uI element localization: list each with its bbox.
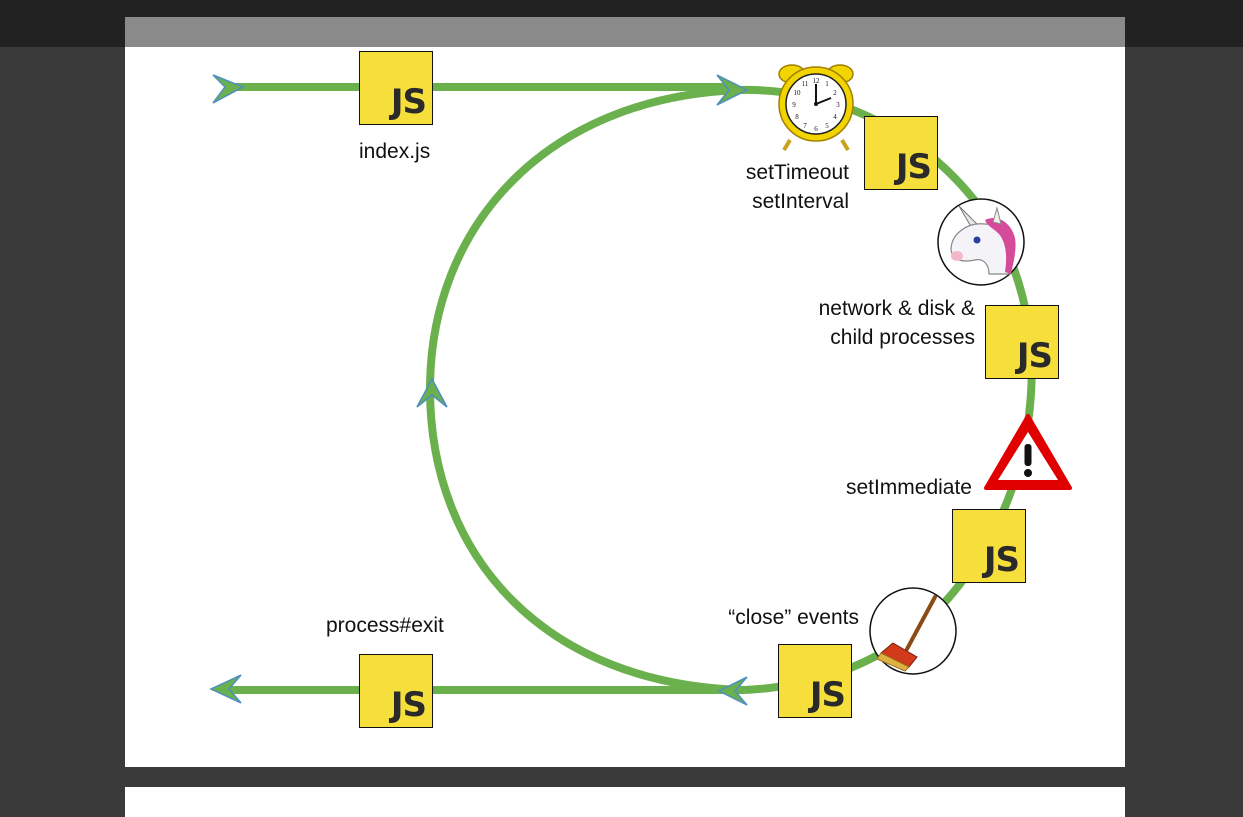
js-badge-close: JS xyxy=(778,644,852,718)
svg-text:12: 12 xyxy=(813,77,821,85)
svg-text:10: 10 xyxy=(794,89,802,97)
broom-icon xyxy=(869,587,957,675)
svg-text:3: 3 xyxy=(836,101,840,109)
loop-top-chevron xyxy=(716,74,749,106)
next-slide-edge xyxy=(125,787,1125,817)
svg-text:11: 11 xyxy=(802,80,809,88)
js-badge-exit: JS xyxy=(359,654,433,728)
svg-text:1: 1 xyxy=(825,80,829,88)
label-process-exit: process#exit xyxy=(326,614,444,637)
label-close-events: “close” events xyxy=(728,606,859,629)
label-network-line1: network & disk & xyxy=(818,297,975,320)
svg-text:5: 5 xyxy=(825,122,829,130)
exit-chevron xyxy=(209,674,242,704)
entry-chevron xyxy=(212,74,245,104)
label-set-immediate: setImmediate xyxy=(845,476,972,499)
slide-header-bar xyxy=(125,17,1125,47)
svg-text:8: 8 xyxy=(795,113,799,121)
unicorn-icon xyxy=(937,198,1025,286)
label-network: network & disk & child processes xyxy=(765,294,975,352)
loop-left-chevron xyxy=(416,377,448,408)
label-index-js: index.js xyxy=(359,140,431,163)
svg-text:7: 7 xyxy=(803,122,807,130)
js-badge-io: JS xyxy=(985,305,1059,379)
svg-text:4: 4 xyxy=(833,113,837,121)
js-badge-immediate: JS xyxy=(952,509,1026,583)
label-set-interval: setInterval xyxy=(752,190,849,213)
js-badge-index: JS xyxy=(359,51,433,125)
warning-icon xyxy=(984,414,1072,490)
loop-bottom-chevron xyxy=(717,676,748,706)
js-badge-timers: JS xyxy=(864,116,938,190)
svg-text:6: 6 xyxy=(814,125,818,133)
svg-text:9: 9 xyxy=(792,101,796,109)
label-set-timeout: setTimeout xyxy=(745,161,849,184)
label-network-line2: child processes xyxy=(830,326,975,349)
label-timers: setTimeout setInterval xyxy=(713,158,849,216)
svg-text:2: 2 xyxy=(833,89,837,97)
loop-left-arc xyxy=(425,86,746,694)
